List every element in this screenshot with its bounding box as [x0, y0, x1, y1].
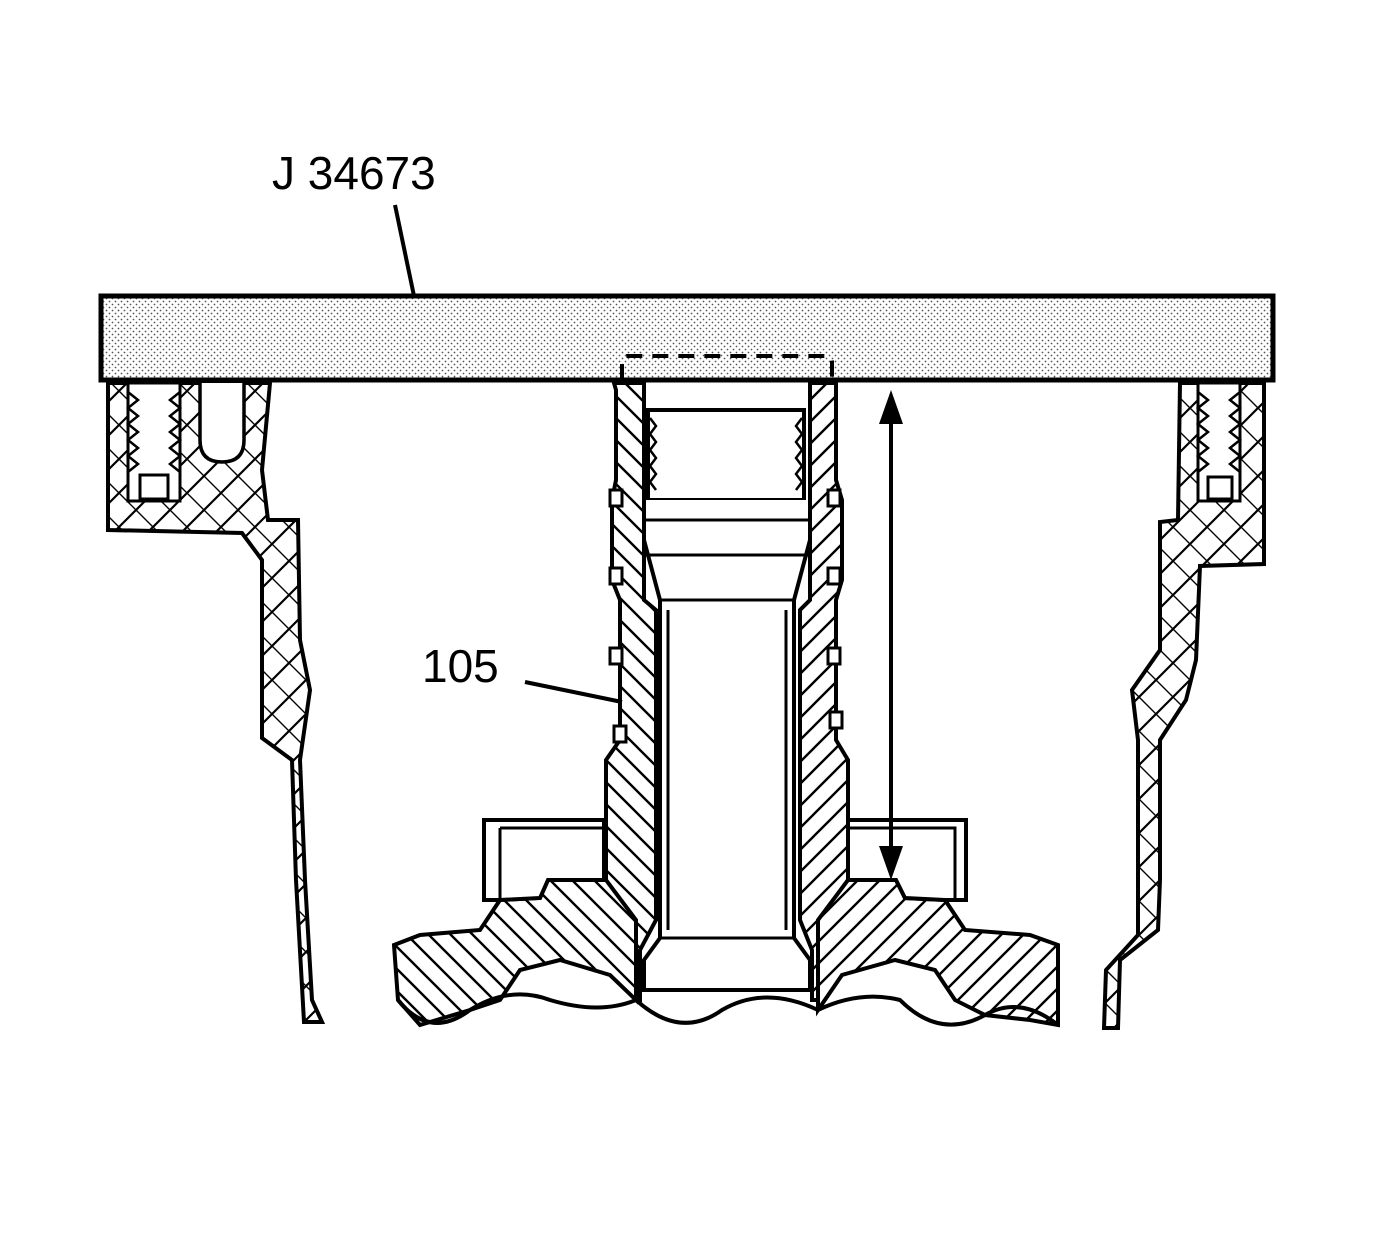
housing-right-wall	[1101, 381, 1266, 1030]
hub-flanges	[482, 818, 968, 902]
shaft-bore	[642, 408, 812, 992]
part-callout-label: 105	[422, 640, 499, 692]
tool-callout-label: J 34673	[272, 147, 436, 199]
housing-left-wall	[106, 381, 326, 1024]
tool-plate	[98, 293, 1276, 383]
tool-leader-line	[393, 204, 416, 297]
measurement-arrow	[879, 390, 903, 880]
part-leader-line	[524, 680, 623, 704]
